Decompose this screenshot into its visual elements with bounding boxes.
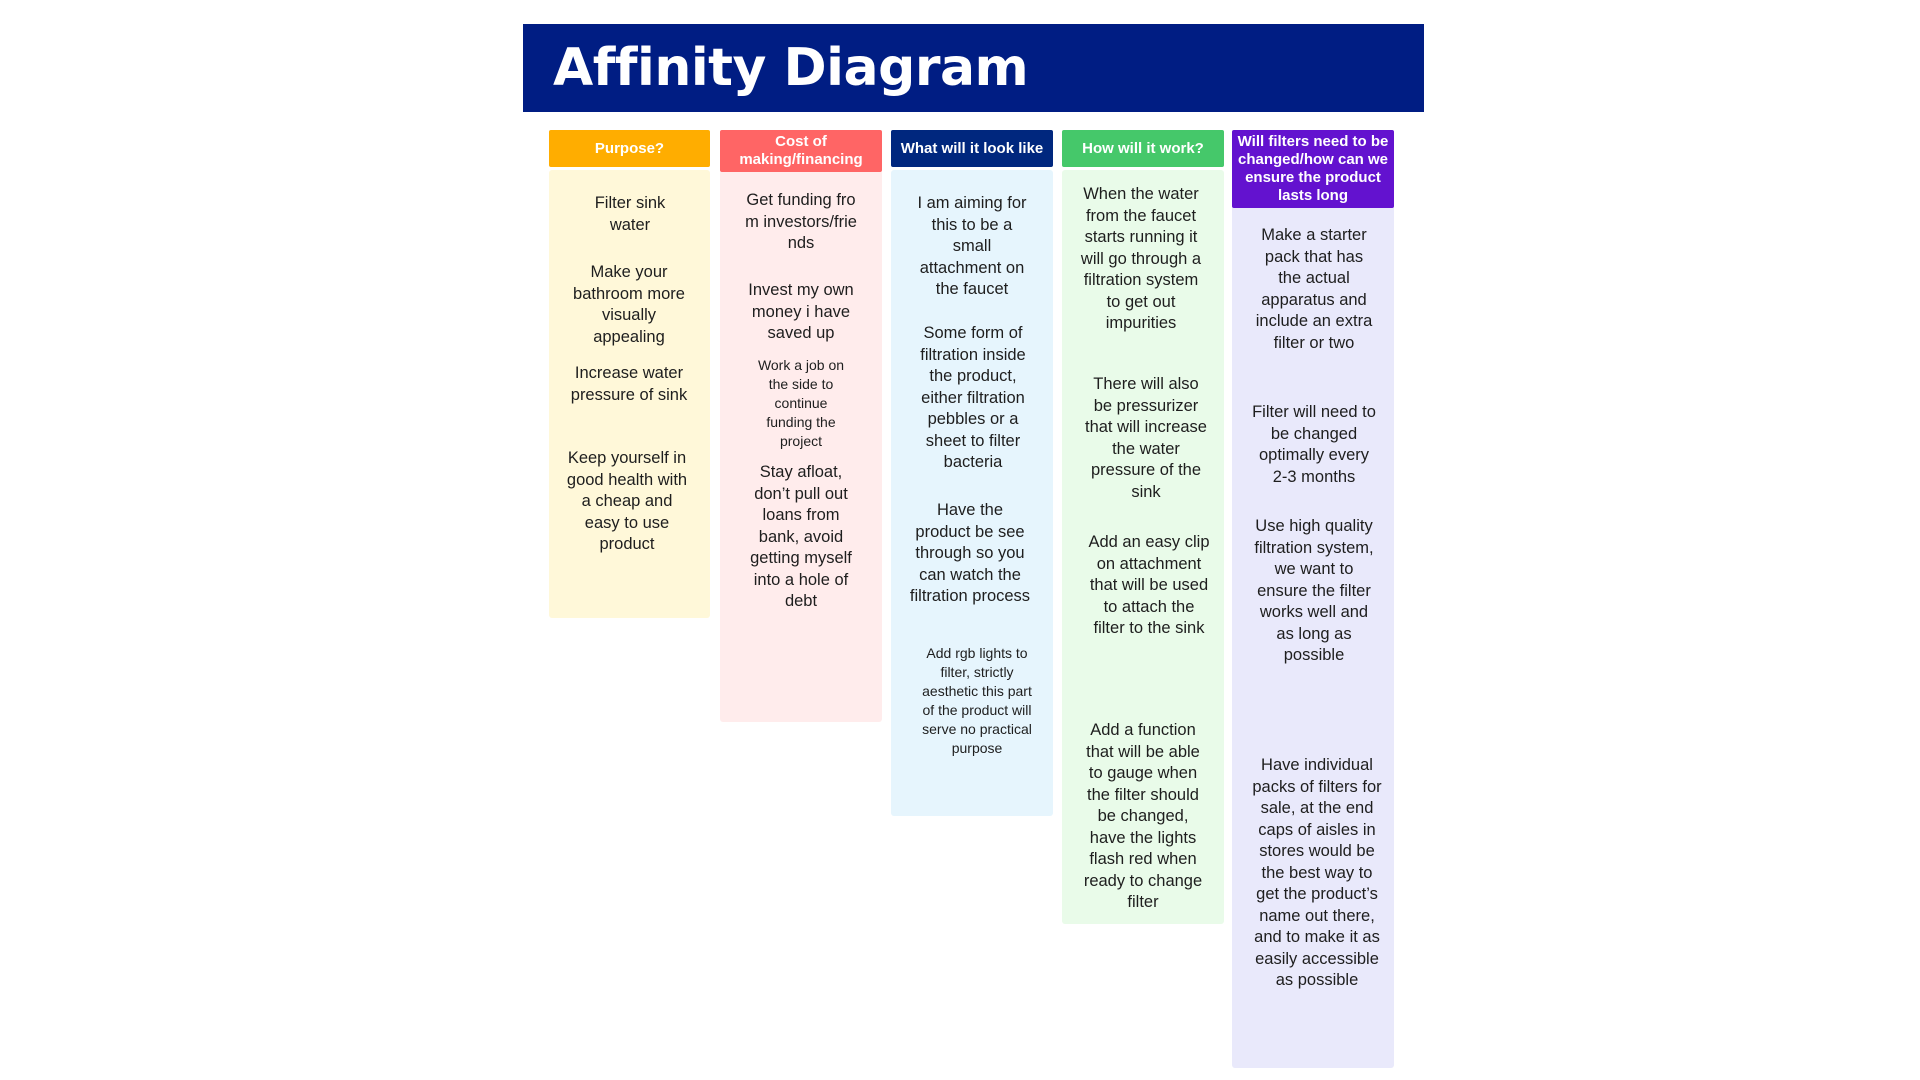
sticky-note: Add an easy clip on attachment that will… <box>1088 533 1210 637</box>
sticky-note: Make your bathroom more visually appeali… <box>573 263 685 346</box>
sticky-note: Some form of filtration inside the produ… <box>920 324 1026 471</box>
sticky-note: When the water from the faucet starts ru… <box>1080 185 1202 332</box>
column-body <box>720 170 882 722</box>
column-body <box>1062 170 1224 924</box>
sticky-note: There will also be pressurizer that will… <box>1085 375 1207 501</box>
sticky-note: Filter will need to be changed optimally… <box>1252 403 1376 486</box>
sticky-note: Invest my own money i have saved up <box>748 281 854 342</box>
page-title: Affinity Diagram <box>553 38 1029 98</box>
title-bar: Affinity Diagram <box>523 24 1424 112</box>
sticky-note: Keep yourself in good health with a chea… <box>566 449 688 553</box>
sticky-note: Use high quality filtration system, we w… <box>1254 517 1374 664</box>
sticky-note: Get funding from investors/friends <box>745 191 857 252</box>
column-header: How will it work? <box>1062 130 1224 167</box>
column-body <box>549 170 710 618</box>
column-header: Will filters need to be changed/how can … <box>1232 130 1394 208</box>
sticky-note: Filter sink water <box>594 194 666 234</box>
sticky-note: Work a job on the side to continue fundi… <box>757 357 845 449</box>
column-header: What will it look like <box>891 130 1053 167</box>
column-body <box>891 170 1053 816</box>
sticky-note: Have the product be see through so you c… <box>909 501 1031 605</box>
column-header: Purpose? <box>549 130 710 167</box>
sticky-note: I am aiming for this to be a small attac… <box>917 194 1027 298</box>
sticky-note: Make a starter pack that has the actual … <box>1255 226 1373 352</box>
sticky-note: Add rgb lights to filter, strictly aesth… <box>922 645 1032 756</box>
column-body <box>1232 205 1394 1068</box>
sticky-note: Stay afloat, don’t pull out loans from b… <box>750 463 852 610</box>
sticky-note: Increase water pressure of sink <box>570 364 688 404</box>
sticky-note: Have individual packs of filters for sal… <box>1252 756 1382 989</box>
column-header: Cost of making/financing <box>720 130 882 172</box>
sticky-note: Add a function that will be able to gaug… <box>1083 721 1203 911</box>
